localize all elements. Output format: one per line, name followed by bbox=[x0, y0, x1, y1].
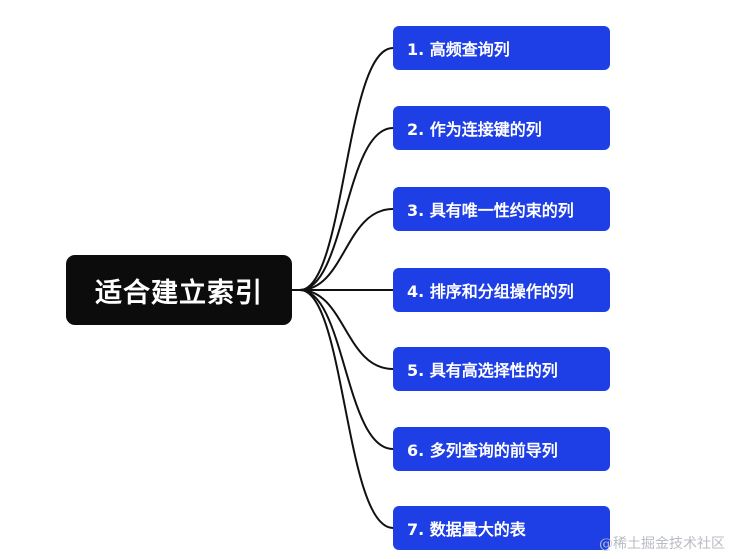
child-label-7: 7. 数据量大的表 bbox=[407, 520, 526, 539]
child-node-4[interactable]: 4. 排序和分组操作的列 bbox=[393, 268, 610, 312]
watermark: @稀土掘金技术社区 bbox=[599, 536, 725, 552]
connector-2 bbox=[299, 127, 394, 291]
root-node[interactable]: 适合建立索引 bbox=[66, 255, 292, 325]
child-label-4: 4. 排序和分组操作的列 bbox=[407, 282, 574, 301]
connector-5 bbox=[299, 289, 394, 370]
child-node-6[interactable]: 6. 多列查询的前导列 bbox=[393, 427, 610, 471]
child-node-2[interactable]: 2. 作为连接键的列 bbox=[393, 106, 610, 150]
connector-3 bbox=[299, 208, 394, 291]
child-label-1: 1. 高频查询列 bbox=[407, 40, 510, 59]
connector-1 bbox=[299, 47, 394, 291]
connector-7 bbox=[299, 289, 394, 529]
child-label-3: 3. 具有唯一性约束的列 bbox=[407, 201, 574, 220]
child-node-7[interactable]: 7. 数据量大的表 bbox=[393, 506, 610, 550]
child-label-6: 6. 多列查询的前导列 bbox=[407, 441, 558, 460]
child-node-5[interactable]: 5. 具有高选择性的列 bbox=[393, 347, 610, 391]
child-node-1[interactable]: 1. 高频查询列 bbox=[393, 26, 610, 70]
child-label-5: 5. 具有高选择性的列 bbox=[407, 361, 558, 380]
child-node-3[interactable]: 3. 具有唯一性约束的列 bbox=[393, 187, 610, 231]
connector-6 bbox=[299, 289, 394, 450]
child-label-2: 2. 作为连接键的列 bbox=[407, 120, 542, 139]
root-label: 适合建立索引 bbox=[95, 277, 263, 309]
